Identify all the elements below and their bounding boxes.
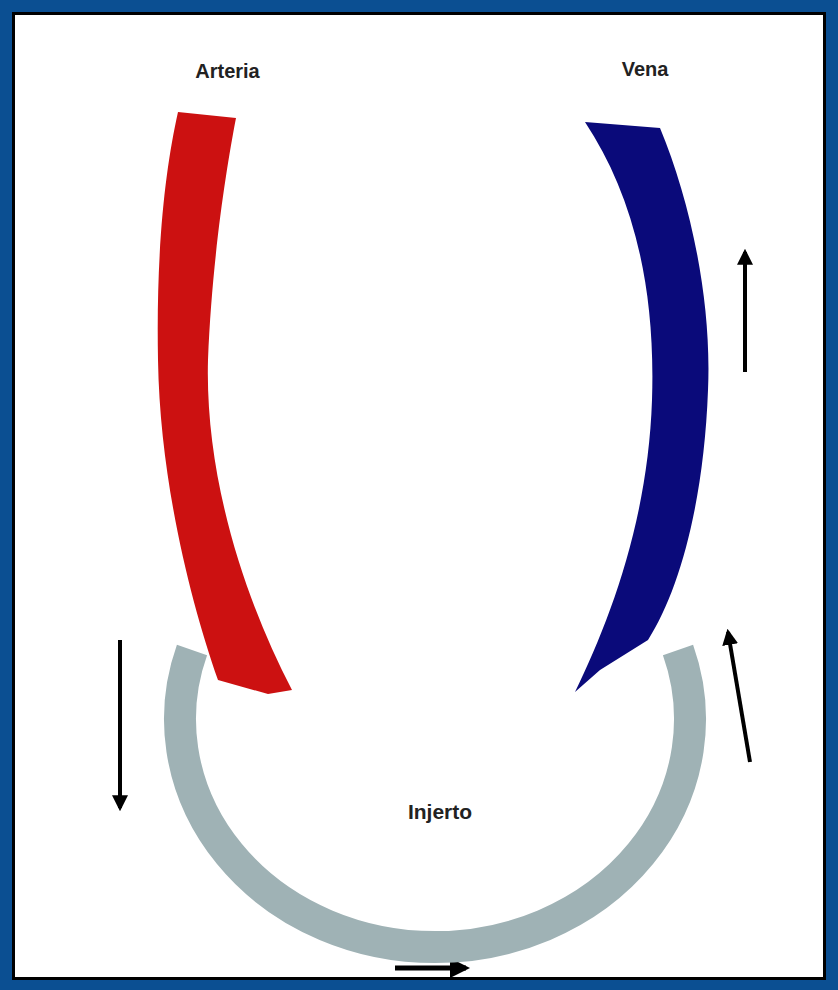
vessel-label: Vena xyxy=(560,58,730,81)
vein-vessel: Vena xyxy=(560,50,730,700)
flow-arrow xyxy=(395,966,466,971)
flow-arrow xyxy=(743,252,747,372)
vein-vessel-outline xyxy=(575,122,708,692)
artery-vessel-outline xyxy=(158,112,292,694)
artery-vessel-shape xyxy=(140,52,315,702)
vessel-label: Injerto xyxy=(160,800,720,824)
panel-ground xyxy=(12,12,826,980)
vessel-label: Arteria xyxy=(140,60,315,83)
flow-arrow xyxy=(728,632,750,762)
flow-arrow xyxy=(118,640,122,808)
graft-tube-outline xyxy=(180,650,690,947)
artery-vessel: Arteria xyxy=(140,52,315,702)
vein-vessel-shape xyxy=(560,50,730,700)
